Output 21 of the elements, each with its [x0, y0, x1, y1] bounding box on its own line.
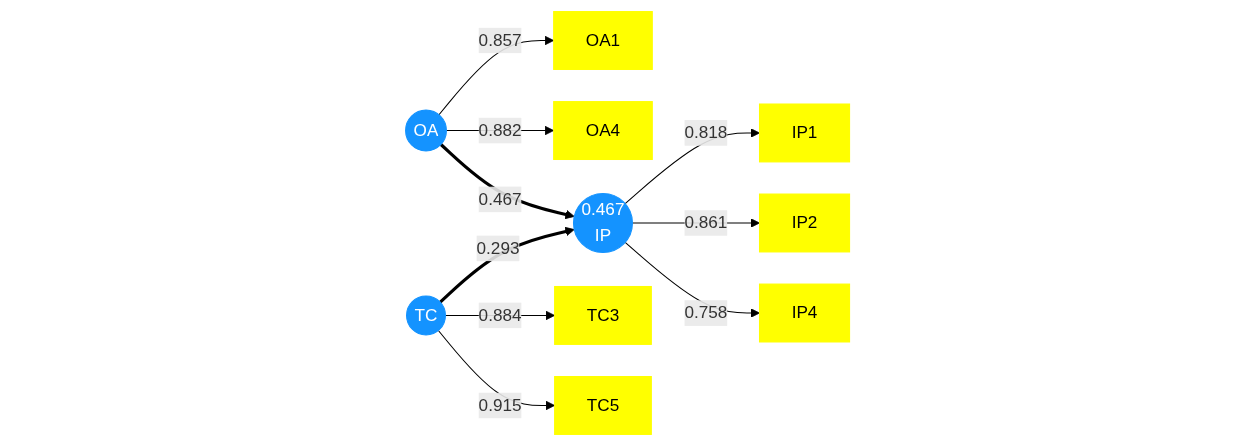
edge-label: 0.882 [479, 120, 522, 140]
node-box: IP1 [759, 103, 851, 163]
node-box: IP4 [759, 283, 851, 343]
edge-label: 0.857 [479, 30, 522, 50]
node-circle: 0.467 IP [573, 192, 634, 254]
node-box: OA4 [553, 101, 654, 160]
edge-label: 0.293 [476, 238, 520, 258]
node-box: OA1 [553, 11, 654, 70]
node-box: TC5 [554, 376, 653, 435]
edge-label: 0.818 [684, 123, 728, 142]
node-box: IP2 [759, 193, 851, 253]
arrow [440, 143, 576, 220]
edge-label: 0.884 [479, 305, 522, 325]
edge-label: 0.467 [479, 189, 522, 208]
node-circle: OA [405, 109, 448, 152]
edge-label: 0.758 [684, 303, 728, 322]
node-box: TC3 [554, 285, 653, 345]
edge-label: 0.915 [479, 395, 522, 415]
node-circle: TC [406, 295, 447, 336]
edge-label: 0.861 [684, 213, 728, 232]
arrow [439, 226, 576, 304]
